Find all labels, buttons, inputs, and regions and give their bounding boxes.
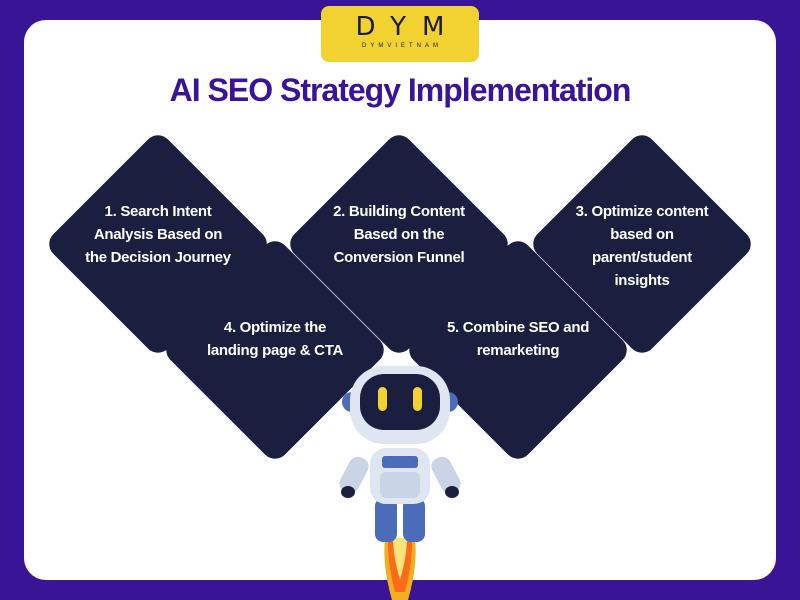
step-2-label: 2. Building Content Based on the Convers…	[333, 203, 465, 266]
logo-wordmark: DYM	[355, 12, 461, 42]
robot-rocket-icon	[339, 366, 461, 600]
step-4-label: 4. Optimize the landing page & CTA	[207, 319, 343, 359]
logo-subtext: DYMVIETNAM	[361, 43, 442, 49]
step-5-label: 5. Combine SEO and remarketing	[446, 319, 590, 359]
page-title: AI SEO Strategy Implementation	[169, 72, 632, 108]
step-3-label: 3. Optimize content based on parent/stud…	[575, 203, 709, 289]
step-1-label: 1. Search Intent Analysis Based on the D…	[85, 203, 231, 266]
brand-logo: DYM DYMVIETNAM	[321, 6, 479, 62]
